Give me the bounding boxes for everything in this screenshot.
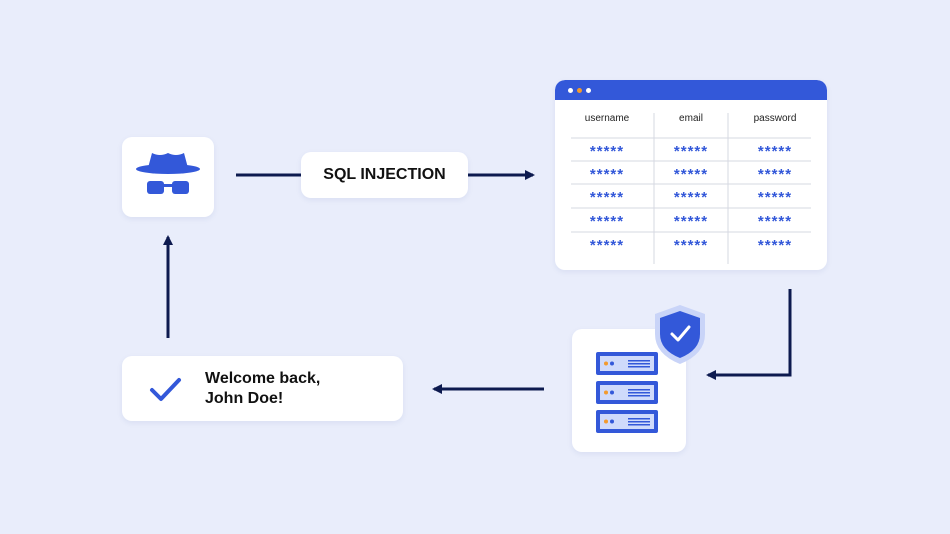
table-cell: ***** [673, 189, 709, 206]
column-header-email: email [679, 113, 703, 124]
welcome-line-2: John Doe! [205, 390, 284, 407]
table-cell: ***** [673, 213, 709, 230]
table-cell: ***** [673, 143, 709, 160]
server-icon [596, 352, 658, 433]
window-dot-white-1 [568, 88, 573, 93]
hacker-card [122, 137, 214, 217]
sql-injection-text: SQL INJECTION [323, 166, 446, 183]
checkmark-icon [150, 378, 181, 401]
table-cell: ***** [757, 143, 793, 160]
table-cell: ***** [589, 213, 625, 230]
welcome-line-1: Welcome back, [205, 370, 321, 387]
table-cell: ***** [673, 237, 709, 254]
table-cell: ***** [757, 237, 793, 254]
table-cell: ***** [589, 237, 625, 254]
spy-hacker-icon [136, 153, 200, 194]
database-table-window: username email password ***** ***** ****… [555, 80, 827, 270]
window-dot-white-2 [586, 88, 591, 93]
server-card [572, 329, 686, 452]
column-header-password: password [753, 113, 797, 124]
window-titlebar [555, 80, 827, 100]
sql-injection-label: SQL INJECTION [301, 152, 468, 198]
table-cell: ***** [589, 189, 625, 206]
table-cell: ***** [589, 166, 625, 183]
table-cell: ***** [589, 143, 625, 160]
table-cell: ***** [757, 213, 793, 230]
table-cell: ***** [673, 166, 709, 183]
table-cell: ***** [757, 189, 793, 206]
column-header-username: username [584, 113, 630, 124]
welcome-message-card: Welcome back, John Doe! [122, 356, 403, 421]
table-grid-lines [571, 113, 811, 264]
window-dot-orange [577, 88, 582, 93]
arrow-database-to-server [706, 289, 792, 380]
welcome-message: Welcome back, John Doe! [205, 369, 395, 409]
table-cell: ***** [757, 166, 793, 183]
